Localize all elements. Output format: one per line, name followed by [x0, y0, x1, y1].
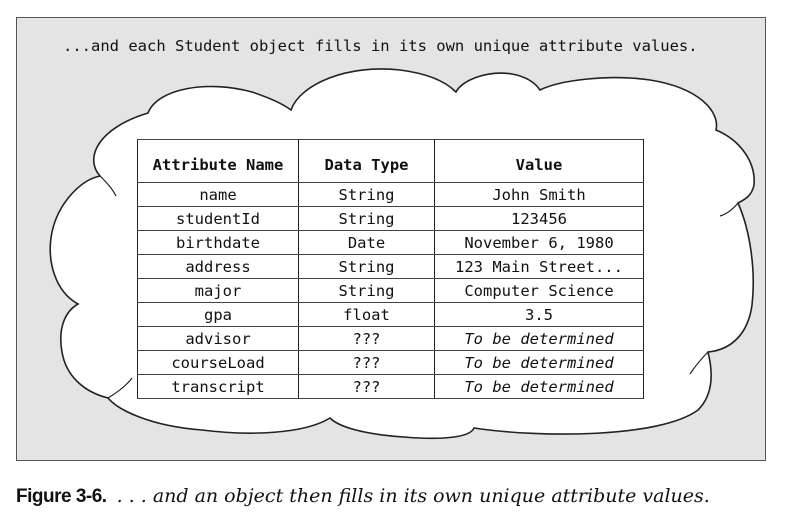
value-cell: To be determined	[434, 326, 644, 351]
table-row: transcript???To be determined	[137, 374, 644, 399]
data-type-cell: ???	[298, 326, 435, 351]
top-caption: ...and each Student object fills in its …	[63, 37, 698, 55]
value-cell: John Smith	[434, 182, 644, 207]
attribute-name-cell: transcript	[137, 374, 299, 399]
column-header-data-type: Data Type	[298, 139, 435, 183]
value-cell: 123456	[434, 206, 644, 231]
data-type-cell: ???	[298, 350, 435, 375]
value-cell: Computer Science	[434, 278, 644, 303]
data-type-cell: float	[298, 302, 435, 327]
attribute-name-cell: advisor	[137, 326, 299, 351]
column-header-attribute-name: Attribute Name	[137, 139, 299, 183]
value-cell: 3.5	[434, 302, 644, 327]
cloud-inner-curl	[107, 377, 133, 399]
attribute-name-cell: studentId	[137, 206, 299, 231]
attribute-name-cell: address	[137, 254, 299, 279]
data-type-cell: String	[298, 278, 435, 303]
table-row: courseLoad???To be determined	[137, 350, 644, 375]
attribute-name-cell: name	[137, 182, 299, 207]
figure-label: Figure 3-6.	[16, 486, 107, 507]
table-header-row: Attribute Name Data Type Value	[137, 139, 644, 183]
data-type-cell: String	[298, 182, 435, 207]
value-cell: To be determined	[434, 374, 644, 399]
attribute-name-cell: birthdate	[137, 230, 299, 255]
table-row: advisor???To be determined	[137, 326, 644, 351]
value-cell: To be determined	[434, 350, 644, 375]
attribute-name-cell: courseLoad	[137, 350, 299, 375]
data-type-cell: ???	[298, 374, 435, 399]
cloud-inner-curl	[99, 175, 117, 197]
data-type-cell: String	[298, 254, 435, 279]
value-cell: 123 Main Street...	[434, 254, 644, 279]
cloud-inner-curl	[719, 202, 739, 217]
cloud-inner-curl	[689, 351, 709, 375]
attribute-name-cell: major	[137, 278, 299, 303]
data-type-cell: String	[298, 206, 435, 231]
figure-caption: Figure 3-6. . . . and an object then fill…	[16, 485, 710, 508]
column-header-value: Value	[434, 139, 644, 183]
data-type-cell: Date	[298, 230, 435, 255]
figure-caption-text: . . . and an object then fills in its ow…	[116, 485, 710, 507]
attribute-name-cell: gpa	[137, 302, 299, 327]
value-cell: November 6, 1980	[434, 230, 644, 255]
